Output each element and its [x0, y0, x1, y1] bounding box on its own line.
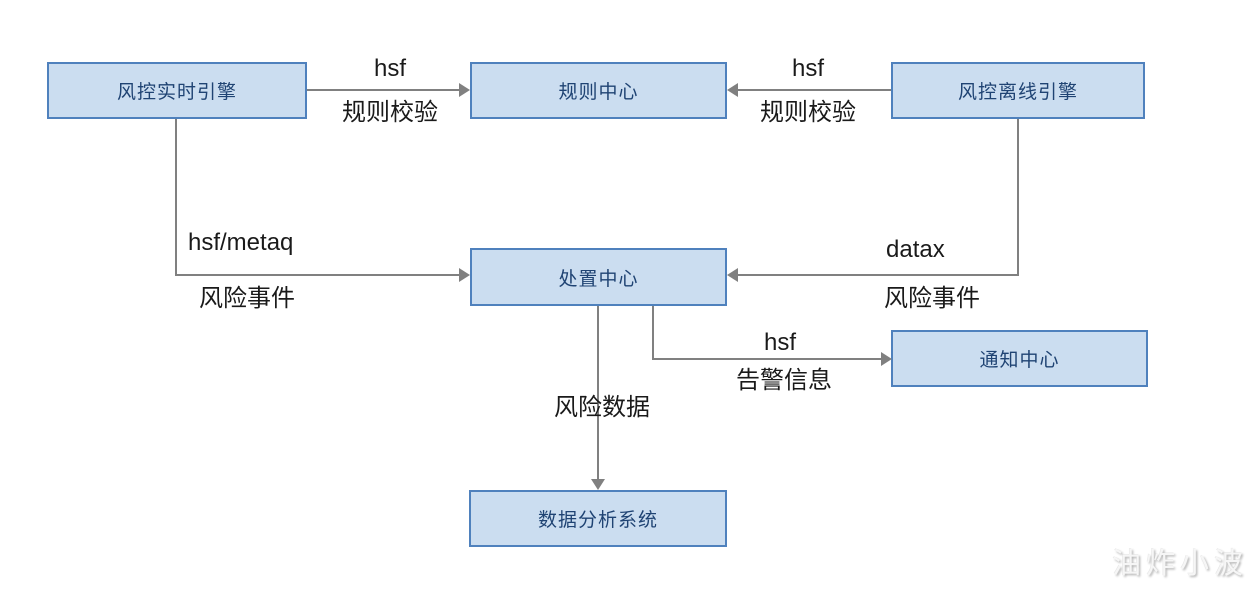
arrowhead-left-icon — [727, 83, 738, 97]
edge-line — [652, 358, 881, 360]
node-realtime-engine-label: 风控实时引擎 — [116, 82, 237, 103]
edge-protocol-label: hsf — [373, 55, 406, 82]
edge-line — [175, 274, 459, 276]
node-data-analysis: 数据分析系统 — [469, 490, 727, 547]
node-notify-center: 通知中心 — [891, 330, 1148, 387]
edge-label: 告警信息 — [736, 367, 832, 394]
node-offline-engine-label: 风控离线引擎 — [957, 82, 1078, 103]
node-offline-engine: 风控离线引擎 — [891, 62, 1145, 119]
node-rule-center-label: 规则中心 — [558, 82, 639, 103]
node-notify-center-label: 通知中心 — [979, 350, 1060, 371]
edge-label: 风险数据 — [554, 394, 650, 421]
edge-line — [738, 274, 1019, 276]
arrowhead-right-icon — [881, 352, 892, 366]
node-realtime-engine: 风控实时引擎 — [47, 62, 307, 119]
edge-label: 风险事件 — [199, 285, 295, 312]
edge-protocol-label: hsf/metaq — [188, 229, 294, 256]
arrowhead-right-icon — [459, 83, 470, 97]
edge-label: 规则校验 — [342, 99, 438, 126]
edge-label: 风险事件 — [884, 285, 980, 312]
edge-protocol-label: datax — [886, 236, 945, 263]
edge-line — [175, 119, 177, 275]
watermark: 油炸小波 — [1111, 548, 1248, 580]
arrowhead-right-icon — [459, 268, 470, 282]
node-disposal-center-label: 处置中心 — [558, 268, 639, 290]
arrowhead-left-icon — [727, 268, 738, 282]
edge-line — [738, 89, 891, 91]
edge-protocol-label: hsf — [763, 329, 796, 356]
edge-protocol-label: hsf — [791, 55, 824, 82]
edge-line — [652, 306, 654, 359]
edge-line — [597, 306, 599, 479]
edge-label: 规则校验 — [760, 99, 856, 126]
arrowhead-down-icon — [591, 479, 605, 490]
node-disposal-center: 处置中心 — [470, 248, 727, 306]
node-rule-center: 规则中心 — [470, 62, 727, 119]
node-data-analysis-label: 数据分析系统 — [537, 510, 658, 531]
edge-line — [1017, 119, 1019, 275]
edge-line — [307, 89, 459, 91]
